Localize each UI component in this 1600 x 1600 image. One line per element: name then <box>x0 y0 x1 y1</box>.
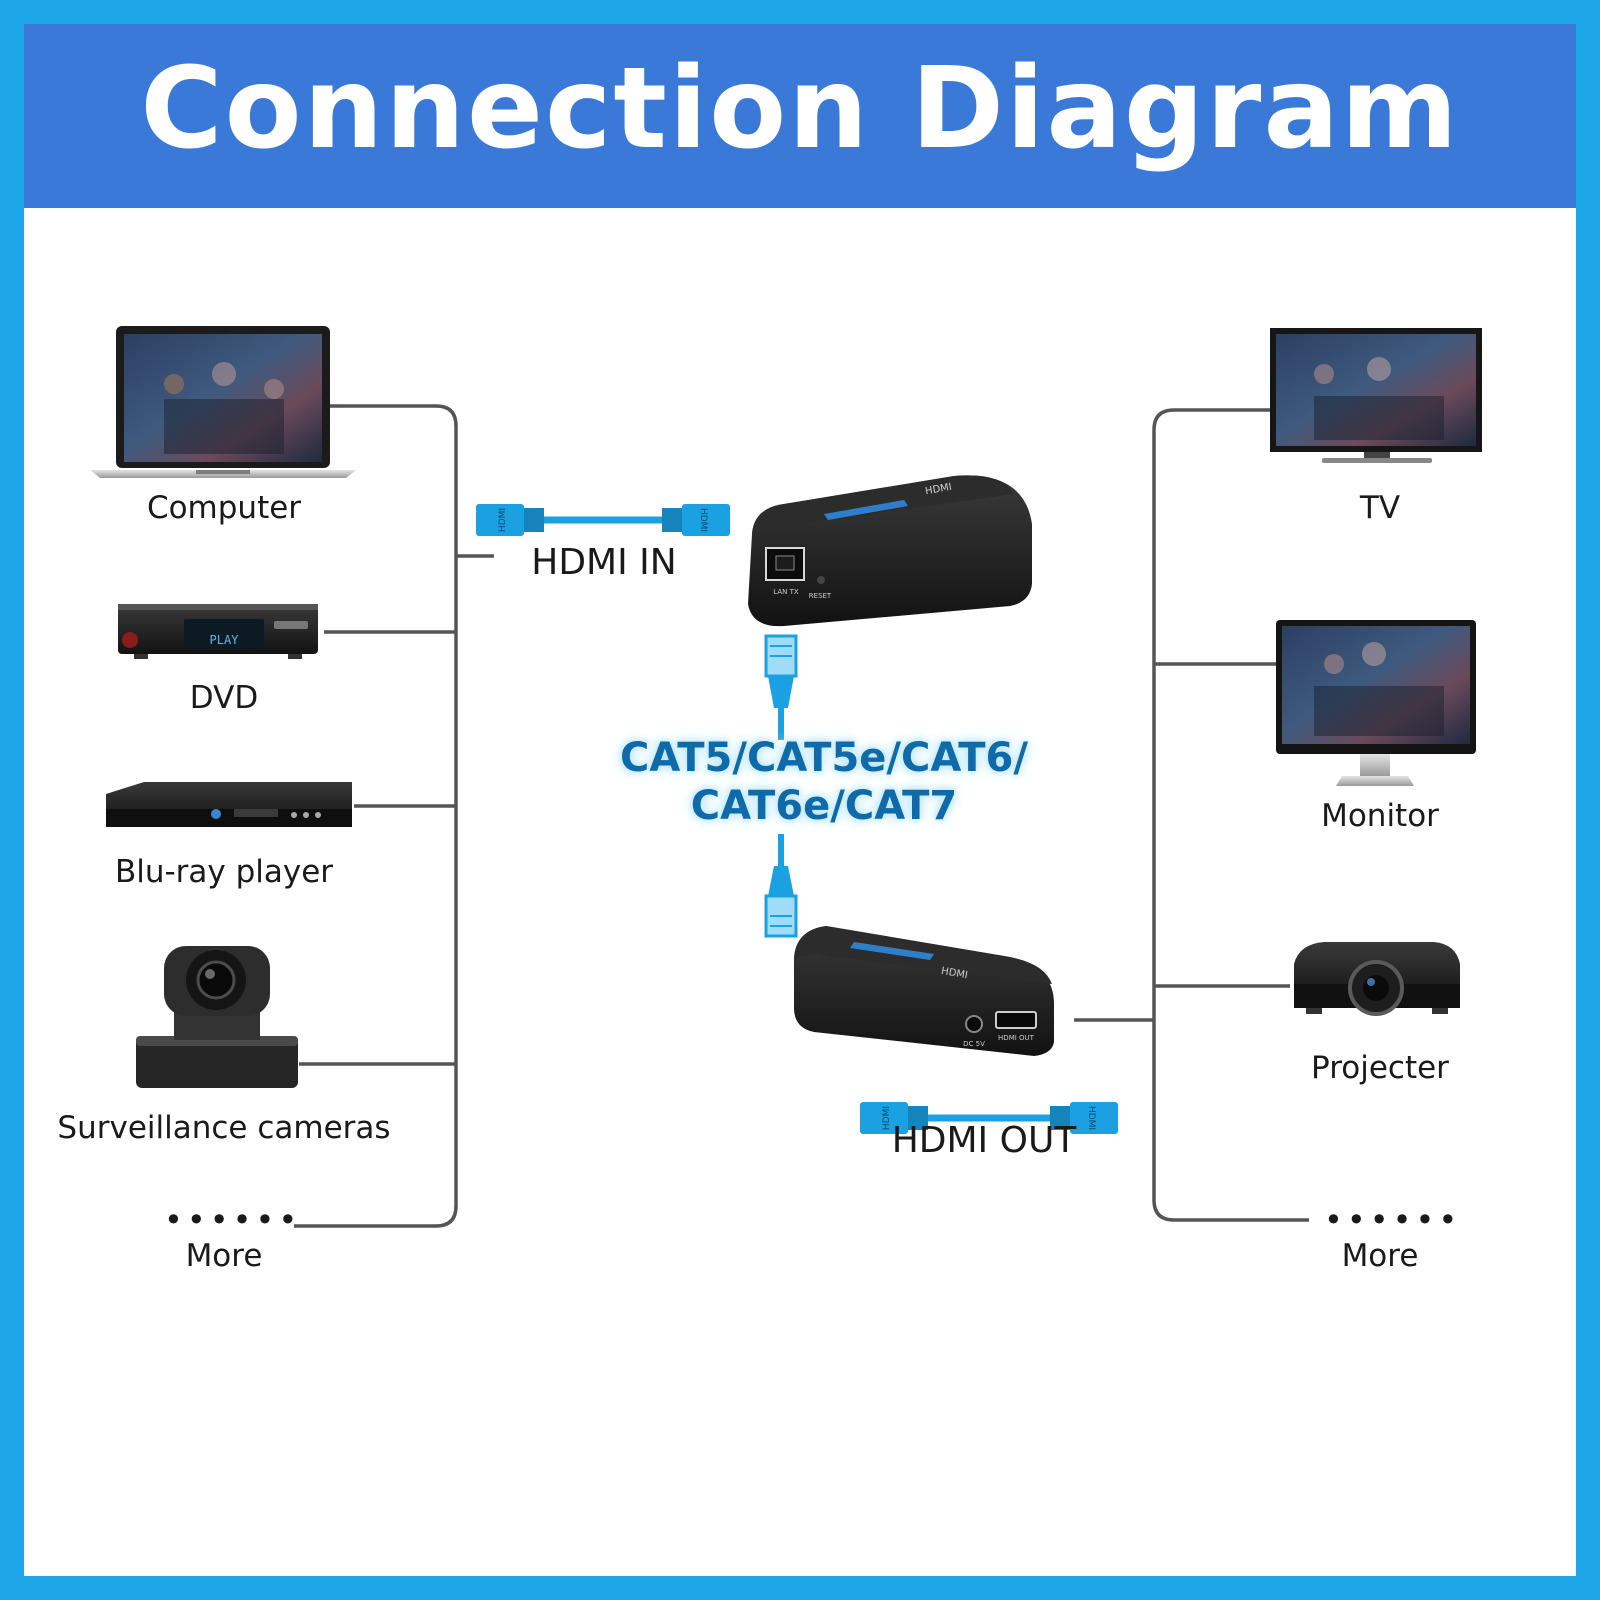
receiver-brand-text: HDMI <box>940 966 968 981</box>
surveillance-cameras-label: Surveillance cameras <box>57 1110 391 1146</box>
right-bus-line <box>1152 408 1309 1222</box>
receiver-out-label: HDMI OUT <box>998 1034 1035 1042</box>
cable-types-line-2: CAT6e/CAT7 <box>690 783 958 829</box>
computer-icon <box>90 326 356 478</box>
bluray-icon <box>106 782 352 827</box>
computer-label: Computer <box>146 490 302 526</box>
more-label-right: More <box>1341 1238 1419 1274</box>
bluray-label: Blu-ray player <box>114 854 334 890</box>
hdmi-in-plug-right-text: HDMI <box>698 508 708 532</box>
surveillance-camera-icon <box>136 946 298 1088</box>
page-title: Connection Diagram <box>140 44 1460 174</box>
title-banner: Connection Diagram <box>24 24 1576 208</box>
receiver-device-icon: HDMI DC 5V HDMI OUT <box>794 926 1054 1056</box>
cable-types-label: CAT5/CAT5e/CAT6/ CAT6e/CAT7 <box>584 734 1064 830</box>
rj45-top-connector-icon <box>764 634 798 708</box>
hdmi-out-plug-left-text: HDMI <box>882 1106 892 1130</box>
source-connection-lines <box>294 404 494 1228</box>
monitor-label: Monitor <box>1321 798 1439 834</box>
cable-types-line-1: CAT5/CAT5e/CAT6/ <box>620 735 1028 781</box>
monitor-icon <box>1276 620 1476 786</box>
hdmi-out-cable-icon: HDMI HDMI <box>860 1102 1118 1134</box>
hdmi-in-label: HDMI IN <box>531 542 677 583</box>
rj45-bottom-connector-icon <box>764 866 798 938</box>
tv-icon <box>1270 328 1482 463</box>
projecter-label: Projecter <box>1311 1050 1449 1086</box>
hdmi-in-cable-icon: HDMI HDMI <box>476 504 730 536</box>
more-dots-left: •••••• <box>164 1201 302 1239</box>
dvd-display-text: PLAY <box>210 633 240 647</box>
display-connection-lines <box>1074 408 1309 1222</box>
diagram-frame: Connection Diagram <box>24 24 1576 1576</box>
projector-icon <box>1294 942 1460 1016</box>
dvd-label: DVD <box>189 680 259 716</box>
ethernet-cable-icon <box>764 634 798 938</box>
more-dots-right: •••••• <box>1324 1201 1462 1239</box>
left-bus-line <box>294 404 458 1228</box>
hdmi-out-label: HDMI OUT <box>891 1120 1077 1161</box>
tv-label: TV <box>1359 490 1401 526</box>
more-label-left: More <box>185 1238 263 1274</box>
transmitter-brand-text: HDMI <box>924 482 952 497</box>
hdmi-in-plug-left-text: HDMI <box>498 508 508 532</box>
transmitter-reset-label: RESET <box>809 592 832 600</box>
receiver-power-label: DC 5V <box>963 1040 985 1048</box>
transmitter-device-icon: HDMI LAN TX RESET <box>748 475 1032 627</box>
connection-diagram: PLAY <box>90 326 1482 1228</box>
dvd-icon: PLAY <box>118 604 318 659</box>
hdmi-out-plug-right-text: HDMI <box>1086 1106 1096 1130</box>
transmitter-port-label: LAN TX <box>773 588 799 596</box>
